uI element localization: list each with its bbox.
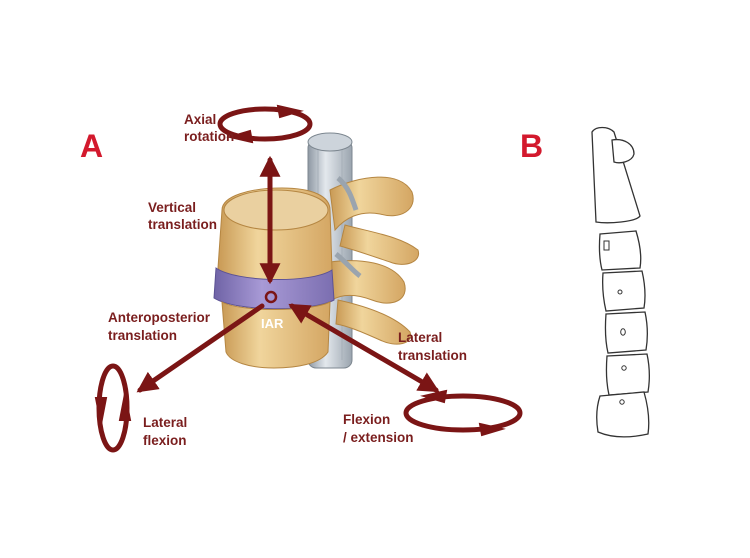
lateral-translation-arrow: [288, 303, 440, 393]
vertebra-3: [604, 311, 649, 354]
anteroposterior-translation-arrow: [136, 303, 265, 393]
axial-rotation-arrow: [217, 106, 313, 142]
label-lateral-flexion: Lateral flexion: [143, 415, 191, 448]
vertebra-5: [596, 391, 650, 438]
vertebra-4: [605, 353, 651, 396]
vertebral-segment-illustration: [213, 132, 420, 369]
label-anteroposterior-line2: translation: [108, 328, 177, 343]
spine-outline-diagram: [591, 126, 651, 438]
flexion-extension-arrowhead-2: [478, 422, 506, 437]
motion-arrows: [94, 104, 523, 453]
label-vertical-translation-line2: translation: [148, 217, 217, 232]
flexion-extension-arrow: [403, 393, 523, 433]
label-anteroposterior-translation: Anteroposterior translation: [108, 310, 214, 343]
label-vertical-translation-line1: Vertical: [148, 200, 196, 215]
axial-rotation-arrowhead: [276, 104, 304, 119]
label-flexion-extension: Flexion / extension: [343, 412, 414, 445]
label-lateral-translation-line2: translation: [398, 348, 467, 363]
label-flexion-extension-line2: / extension: [343, 430, 414, 445]
label-axial-rotation-line2: rotation: [184, 129, 234, 144]
iar-marker: [264, 290, 278, 304]
label-axial-rotation-line1: Axial: [184, 112, 216, 127]
label-lateral-flexion-line2: flexion: [143, 433, 187, 448]
label-vertical-translation: Vertical translation: [148, 200, 217, 232]
panel-a-letter: A: [80, 128, 103, 164]
axial-rotation-arrowhead-2: [226, 129, 254, 144]
label-flexion-extension-line1: Flexion: [343, 412, 390, 427]
lateral-flexion-arrowhead: [94, 397, 108, 425]
label-lateral-translation-line1: Lateral: [398, 330, 442, 345]
panel-b-letter: B: [520, 128, 543, 164]
flexion-extension-arrowhead: [420, 389, 448, 404]
vertebra-1: [598, 230, 642, 271]
iar-label: IAR: [261, 316, 284, 331]
vertebra-2: [601, 270, 646, 312]
lateral-flexion-arrowhead-2: [118, 393, 132, 421]
top-segment-tab: [611, 138, 635, 164]
label-lateral-flexion-line1: Lateral: [143, 415, 187, 430]
label-anteroposterior-line1: Anteroposterior: [108, 310, 211, 325]
label-axial-rotation: Axial rotation: [184, 112, 234, 144]
label-lateral-translation: Lateral translation: [398, 330, 467, 363]
top-segment: [591, 126, 641, 224]
